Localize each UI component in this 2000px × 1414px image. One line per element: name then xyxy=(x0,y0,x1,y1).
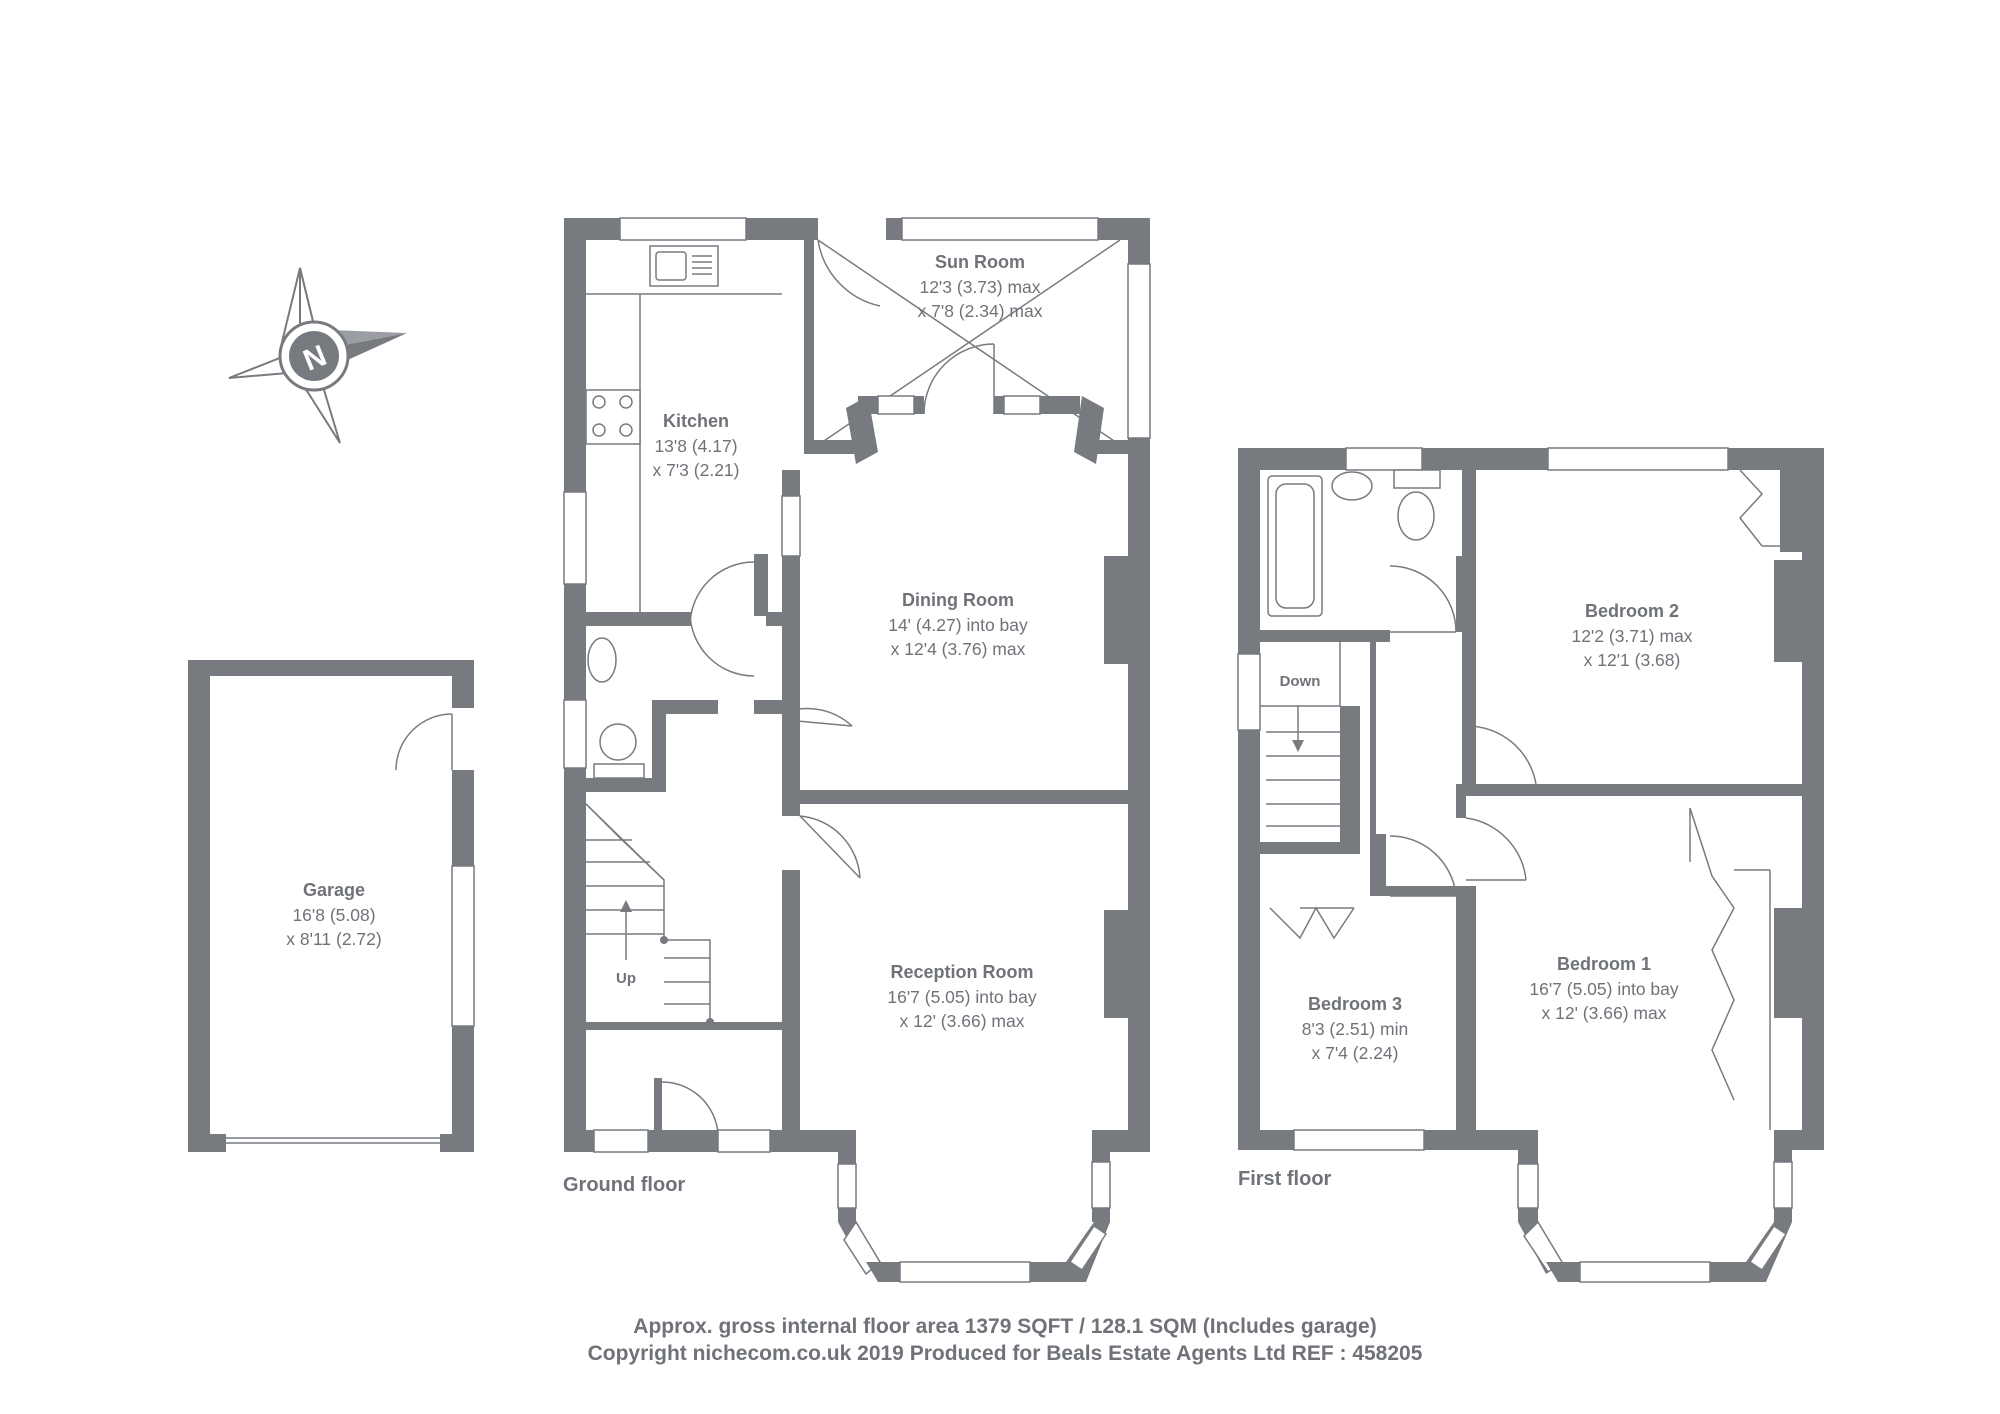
bedroom-3-label: Bedroom 3 8'3 (2.51) min x 7'4 (2.24) xyxy=(1302,994,1408,1063)
room-dimension: x 12'1 (3.68) xyxy=(1584,650,1681,670)
dining-room-label: Dining Room 14' (4.27) into bay x 12'4 (… xyxy=(888,590,1028,659)
room-name: Bedroom 3 xyxy=(1308,994,1402,1014)
kitchen-label: Kitchen 13'8 (4.17) x 7'3 (2.21) xyxy=(653,411,740,480)
room-dimension: 12'2 (3.71) max xyxy=(1571,626,1692,646)
room-name: Reception Room xyxy=(890,962,1033,982)
room-name: Sun Room xyxy=(935,252,1025,272)
room-dimension: 8'3 (2.51) min xyxy=(1302,1019,1408,1039)
ground-floor-label: Ground floor xyxy=(563,1174,685,1196)
stairs-down-label: Down xyxy=(1280,673,1321,690)
garage xyxy=(188,660,475,1152)
room-name: Kitchen xyxy=(663,411,729,431)
first-floor-label: First floor xyxy=(1238,1168,1332,1190)
room-name: Bedroom 2 xyxy=(1585,601,1679,621)
ground-floor xyxy=(563,217,1151,1283)
room-dimension: x 7'3 (2.21) xyxy=(653,460,740,480)
stairs-up-label: Up xyxy=(616,970,636,987)
bedroom-2-label: Bedroom 2 12'2 (3.71) max x 12'1 (3.68) xyxy=(1571,601,1692,670)
room-dimension: x 12' (3.66) max xyxy=(1542,1003,1667,1023)
room-name: Garage xyxy=(303,880,365,900)
first-floor xyxy=(1237,447,1824,1283)
room-dimension: x 12'4 (3.76) max xyxy=(891,639,1026,659)
room-dimension: x 12' (3.66) max xyxy=(900,1011,1025,1031)
room-dimension: 16'7 (5.05) into bay xyxy=(1529,979,1679,999)
room-name: Bedroom 1 xyxy=(1557,954,1651,974)
compass-icon: N xyxy=(228,267,407,444)
bedroom-1-label: Bedroom 1 16'7 (5.05) into bay x 12' (3.… xyxy=(1529,954,1679,1023)
room-dimension: 16'8 (5.08) xyxy=(292,905,375,925)
room-dimension: 16'7 (5.05) into bay xyxy=(887,987,1037,1007)
room-dimension: x 8'11 (2.72) xyxy=(286,929,381,949)
room-name: Dining Room xyxy=(902,590,1014,610)
reception-room-label: Reception Room 16'7 (5.05) into bay x 12… xyxy=(887,962,1037,1031)
floor-area-note: Approx. gross internal floor area 1379 S… xyxy=(633,1315,1376,1338)
room-dimension: 14' (4.27) into bay xyxy=(888,615,1028,635)
room-dimension: x 7'8 (2.34) max xyxy=(918,301,1043,321)
sun-room-label: Sun Room 12'3 (3.73) max x 7'8 (2.34) ma… xyxy=(918,252,1043,321)
garage-label: Garage 16'8 (5.08) x 8'11 (2.72) xyxy=(286,880,381,949)
copyright-note: Copyright nichecom.co.uk 2019 Produced f… xyxy=(588,1342,1423,1365)
room-dimension: x 7'4 (2.24) xyxy=(1312,1043,1399,1063)
room-dimension: 12'3 (3.73) max xyxy=(919,277,1040,297)
room-dimension: 13'8 (4.17) xyxy=(654,436,737,456)
